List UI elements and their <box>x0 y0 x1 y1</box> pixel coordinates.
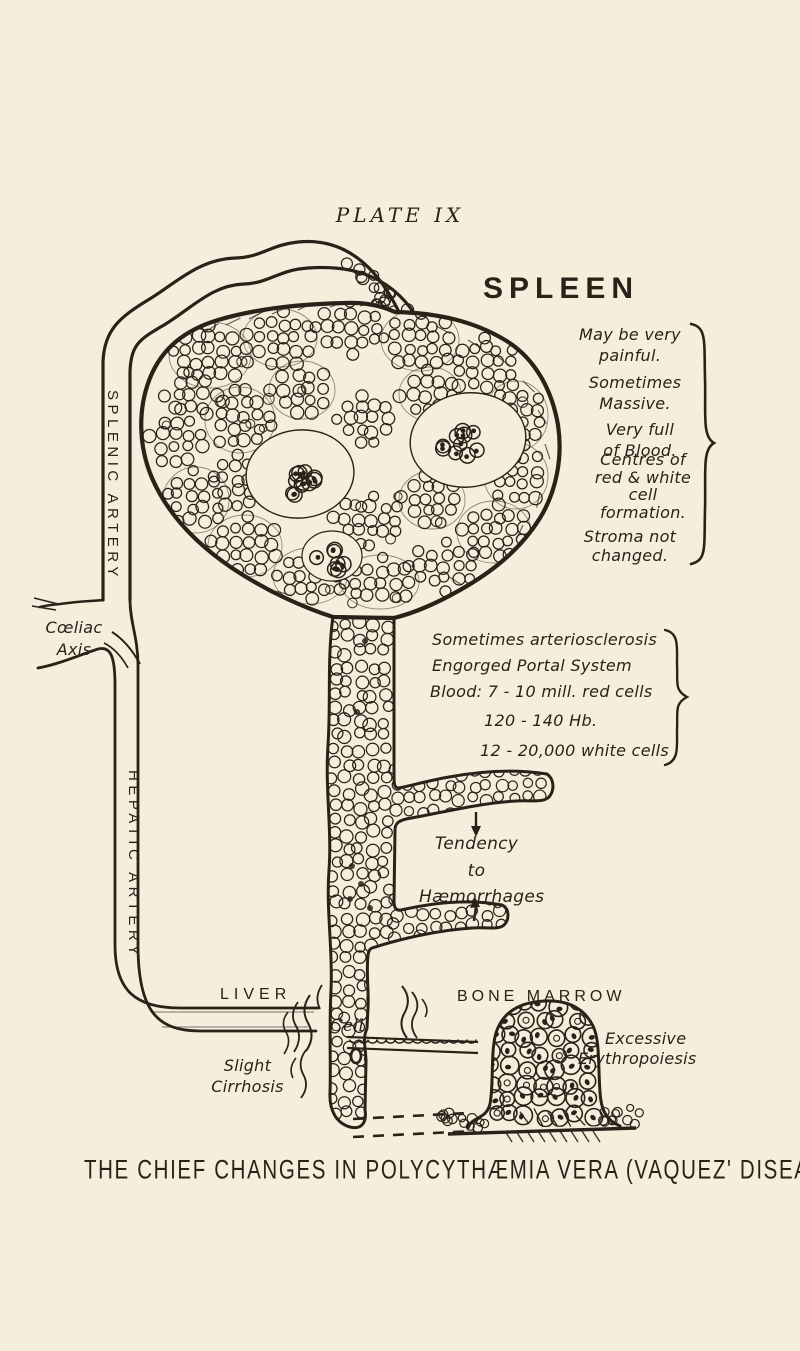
note-line: Axis <box>56 640 92 659</box>
note-line: Very full <box>605 420 675 439</box>
bone-marrow-illustration <box>436 999 644 1143</box>
marrow-note-line: Erythropoiesis <box>578 1049 697 1068</box>
note-line: changed. <box>591 545 669 565</box>
plate-label: PLATE IX <box>335 203 465 227</box>
marrow-note-line: Excessive <box>605 1029 687 1048</box>
portal-note-hb: 120 - 140 Hb. <box>484 711 598 730</box>
brace-icon-portal-notes <box>663 628 690 767</box>
note-line: May be very <box>579 325 681 344</box>
spleen-note-stroma: Stroma not changed. <box>570 527 690 565</box>
note-line: red & white <box>594 467 692 487</box>
note-line: of Blood. <box>603 441 677 460</box>
spleen-note-massive: Sometimes Massive. <box>575 372 695 414</box>
spleen-title: SPLEEN <box>483 272 640 305</box>
liver-cirrhosis-note: Slight Cirrhosis <box>200 1055 295 1097</box>
note-line: Sometimes <box>588 373 682 392</box>
liver-illustration <box>282 984 428 1099</box>
marrow-vessel-illustration <box>346 1035 479 1139</box>
haemorrhage-note: Tendency to Hæmorrhages <box>419 831 545 911</box>
note-line: Cirrhosis <box>211 1077 284 1096</box>
plate-caption: THE CHIEF CHANGES IN POLYCYTHÆMIA VERA (… <box>0 1154 800 1186</box>
spleen-illustration <box>139 300 562 621</box>
splenic-artery-label: SPLENIC ARTERY <box>104 390 121 581</box>
liver-label: LIVER <box>220 986 292 1003</box>
hepatic-artery-label: HEPATIC ARTERY <box>125 770 142 960</box>
brace-icon-spleen-notes <box>689 322 717 566</box>
spleen-note-blood: Very full of Blood. <box>580 419 700 461</box>
note-line: Hæmorrhages <box>419 887 545 907</box>
portal-note-red-cells: Blood: 7 - 10 mill. red cells <box>430 682 653 701</box>
caption-text: THE CHIEF CHANGES IN POLYCYTHÆMIA VERA (… <box>83 1154 800 1186</box>
portal-note-engorged: Engorged Portal System <box>432 656 632 675</box>
note-line: Cœliac <box>45 618 103 637</box>
liver-cell-label: Cell <box>330 1016 364 1036</box>
note-line: painful. <box>598 346 662 365</box>
note-line: to <box>467 860 486 881</box>
spleen-note-centres: Centres of red & white cell formation. <box>583 451 703 521</box>
note-line: cell <box>628 485 658 504</box>
coeliac-axis-label: Cœliac Axis <box>33 617 115 661</box>
note-line: Centres of <box>600 450 686 469</box>
hepatic-artery-illustration <box>31 597 320 1033</box>
note-line: formation. <box>599 502 687 522</box>
note-line: Tendency <box>434 834 519 854</box>
up-arrow-icon <box>470 897 480 922</box>
spleen-note-painful: May be very painful. <box>570 324 690 366</box>
portal-note-arteriosclerosis: Sometimes arteriosclerosis <box>432 630 657 649</box>
bone-marrow-label: BONE MARROW <box>457 988 626 1005</box>
portal-note-white-cells: 12 - 20,000 white cells <box>480 741 670 760</box>
note-line: Slight <box>223 1056 272 1075</box>
note-line: Stroma not <box>583 527 677 546</box>
down-arrow-icon <box>471 812 481 837</box>
note-line: Massive. <box>599 394 671 413</box>
